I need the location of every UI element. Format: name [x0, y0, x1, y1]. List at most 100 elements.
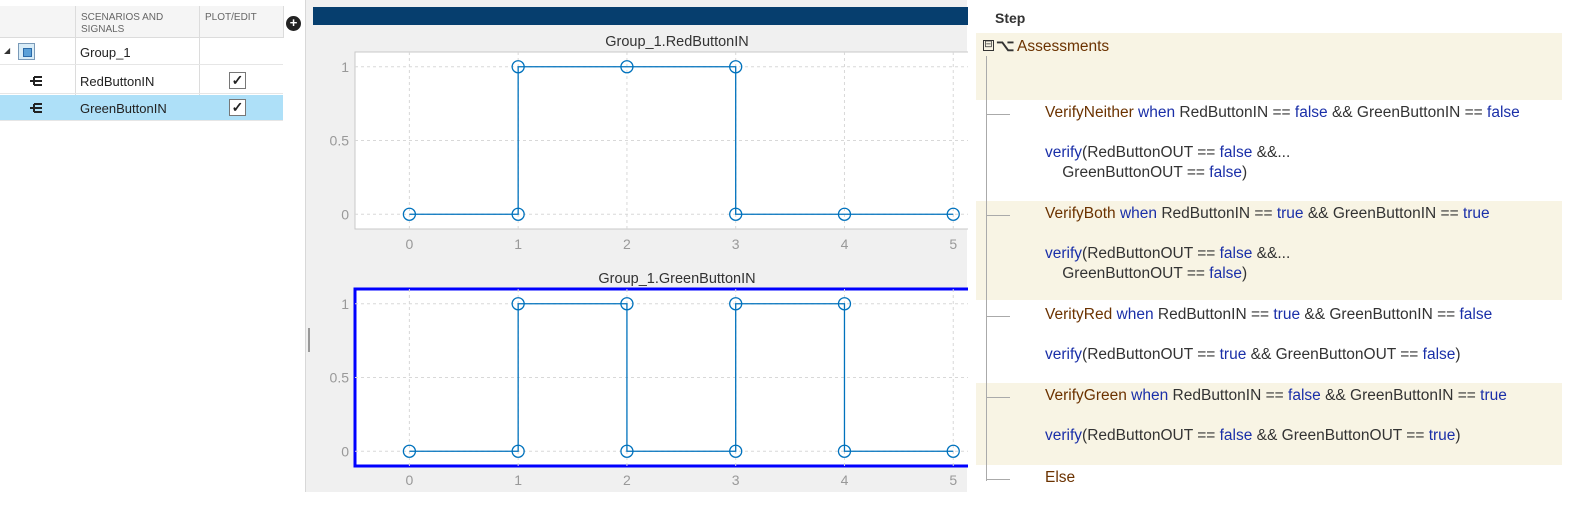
keyword-token: false — [1487, 104, 1520, 121]
keyword-token: false — [1219, 427, 1253, 444]
data-point-marker[interactable] — [946, 207, 960, 221]
data-point-marker[interactable] — [511, 297, 525, 311]
signal-table: SCENARIOS AND SIGNALS PLOT/EDIT ◢ Group_… — [0, 6, 305, 121]
text-token: GreenButtonOUT == — [1045, 164, 1210, 181]
x-tick-label: 0 — [405, 236, 413, 252]
text-token: ) — [1242, 164, 1248, 181]
keyword-token: true — [1273, 306, 1301, 323]
text-token: (RedButtonOUT == — [1082, 346, 1220, 363]
y-tick-label: 0.5 — [330, 133, 350, 149]
tree-connector-line — [986, 56, 987, 481]
collapse-toggle-icon[interactable]: ⊟ — [983, 39, 994, 51]
x-tick-label: 5 — [949, 236, 957, 252]
plot-checkbox-red-button-in[interactable]: ✓ — [229, 72, 246, 89]
step-column-header: Step — [995, 10, 1026, 26]
keyword-token: true — [1462, 205, 1490, 222]
text-token: && GreenButtonIN == — [1300, 306, 1460, 323]
text-token: &&... — [1252, 245, 1291, 262]
data-point-marker[interactable] — [729, 444, 743, 458]
data-point-marker[interactable] — [402, 444, 417, 458]
text-token: RedButtonIN == — [1175, 104, 1295, 121]
text-token: VerifyNeither — [1045, 104, 1134, 121]
data-point-marker[interactable] — [402, 207, 417, 221]
x-tick-label: 1 — [514, 472, 522, 488]
keyword-token: when — [1115, 205, 1158, 222]
plot-checkbox-green-button-in[interactable]: ✓ — [229, 99, 246, 116]
y-tick-label: 0.5 — [330, 370, 350, 386]
data-point-marker[interactable] — [729, 207, 743, 221]
y-tick-label: 0 — [341, 443, 349, 459]
data-point-marker[interactable] — [946, 444, 960, 458]
keyword-token: when — [1126, 387, 1169, 404]
add-signal-button[interactable]: + — [286, 16, 301, 31]
tree-branch — [986, 397, 1010, 398]
table-row-green-button-in[interactable]: GreenButtonIN ✓ — [0, 95, 283, 121]
data-point-marker[interactable] — [511, 60, 525, 74]
x-tick-label: 3 — [732, 236, 740, 252]
x-tick-label: 1 — [514, 236, 522, 252]
table-row-red-button-in[interactable]: RedButtonIN ✓ — [0, 68, 283, 94]
signal-line — [409, 66, 954, 215]
expand-triangle-icon[interactable]: ◢ — [4, 46, 11, 55]
data-point-marker[interactable] — [729, 60, 743, 74]
data-point-marker[interactable] — [511, 207, 525, 221]
data-point-marker[interactable] — [837, 207, 852, 221]
step-action-line[interactable]: verify(RedButtonOUT == false &&... — [1045, 144, 1290, 162]
data-point-marker[interactable] — [837, 444, 852, 458]
data-point-marker[interactable] — [620, 444, 634, 458]
text-token: &&... — [1252, 144, 1291, 161]
step-row-verityred[interactable]: VerityRed when RedButtonIN == true && Gr… — [1045, 306, 1492, 324]
data-point-marker[interactable] — [620, 60, 634, 74]
text-token: RedButtonIN == — [1157, 205, 1277, 222]
tree-branch — [986, 114, 1010, 115]
table-row-group-1[interactable]: ◢ Group_1 — [0, 39, 283, 65]
group-name: Group_1 — [80, 45, 131, 60]
step-row-verifyboth[interactable]: VerifyBoth when RedButtonIN == true && G… — [1045, 205, 1490, 223]
step-root-label: Assessments — [1017, 38, 1110, 55]
keyword-token: true — [1276, 205, 1304, 222]
step-action-line[interactable]: GreenButtonOUT == false) — [1045, 164, 1247, 182]
keyword-token: true — [1480, 387, 1507, 404]
keyword-token: when — [1112, 306, 1154, 323]
step-root-assessments[interactable]: Assessments — [1017, 38, 1109, 56]
keyword-token: false — [1209, 164, 1243, 181]
step-row-else[interactable]: Else — [1045, 469, 1075, 487]
signal-name: GreenButtonIN — [80, 101, 167, 116]
column-divider — [283, 6, 284, 38]
keyword-token: false — [1422, 346, 1456, 363]
step-action-line[interactable]: verify(RedButtonOUT == false &&... — [1045, 245, 1290, 263]
data-point-marker[interactable] — [511, 444, 525, 458]
step-action-line[interactable]: verify(RedButtonOUT == false && GreenBut… — [1045, 427, 1461, 445]
step-row-verifygreen[interactable]: VerifyGreen when RedButtonIN == false &&… — [1045, 387, 1507, 405]
keyword-token: false — [1288, 387, 1321, 404]
y-tick-label: 1 — [341, 59, 349, 75]
x-tick-label: 3 — [732, 472, 740, 488]
step-row-verifyneither[interactable]: VerifyNeither when RedButtonIN == false … — [1045, 104, 1520, 122]
text-token: ) — [1455, 346, 1461, 363]
column-header-scenarios[interactable]: SCENARIOS AND SIGNALS — [76, 6, 200, 38]
tree-branch — [986, 316, 1010, 317]
keyword-token: false — [1219, 245, 1253, 262]
data-point-marker[interactable] — [729, 297, 743, 311]
text-token: ) — [1242, 265, 1248, 282]
x-tick-label: 5 — [949, 472, 957, 488]
data-point-marker[interactable] — [620, 297, 634, 311]
data-point-marker[interactable] — [837, 297, 852, 311]
text-token: VerifyGreen — [1045, 387, 1127, 404]
x-tick-label: 4 — [841, 236, 849, 252]
keyword-token: false — [1294, 104, 1328, 121]
text-token: (RedButtonOUT == — [1082, 245, 1220, 262]
plot-title: Group_1.RedButtonIN — [605, 34, 748, 50]
plot-toolbar-strip — [313, 7, 968, 25]
splitter-handle[interactable] — [308, 328, 310, 352]
step-action-line[interactable]: GreenButtonOUT == false) — [1045, 265, 1247, 283]
step-action-line[interactable]: verify(RedButtonOUT == true && GreenButt… — [1045, 346, 1461, 364]
signal-name: RedButtonIN — [80, 74, 155, 89]
keyword-token: false — [1209, 265, 1243, 282]
text-token: VerifyBoth — [1045, 205, 1116, 222]
column-header-plot-edit[interactable]: PLOT/EDIT — [200, 6, 283, 38]
